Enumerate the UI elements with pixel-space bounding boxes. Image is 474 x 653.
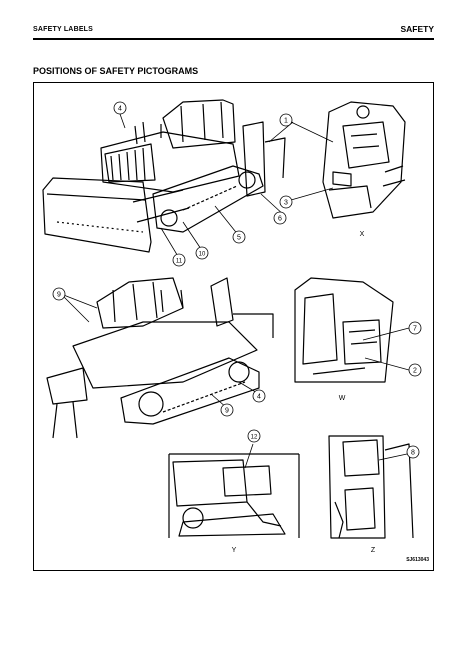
header-rule	[33, 38, 434, 40]
page-title: POSITIONS OF SAFETY PICTOGRAMS	[33, 66, 199, 76]
callout-4-rear: 4	[252, 389, 266, 403]
svg-text:8: 8	[411, 450, 415, 457]
callout-12: 12	[247, 429, 261, 443]
view-label-x: X	[360, 231, 365, 238]
svg-text:5: 5	[237, 235, 241, 242]
view-label-w: W	[339, 395, 346, 402]
svg-text:7: 7	[413, 326, 417, 333]
front-bulldozer-drawing	[42, 99, 286, 253]
rear-bulldozer-leaders	[60, 293, 260, 409]
detail-x-drawing	[322, 101, 406, 219]
callout-9: 9	[52, 287, 66, 301]
svg-text:3: 3	[284, 200, 288, 207]
chapter-label: SAFETY	[400, 24, 434, 34]
callout-3: 3	[279, 195, 293, 209]
detail-w-drawing	[294, 277, 394, 383]
callout-1: 1	[279, 113, 293, 127]
callout-5: 5	[232, 230, 246, 244]
svg-text:2: 2	[413, 368, 417, 375]
svg-text:9: 9	[57, 292, 61, 299]
svg-text:6: 6	[278, 216, 282, 223]
front-bulldozer-leaders	[119, 113, 294, 259]
callout-10: 10	[195, 246, 209, 260]
detail-z-drawing	[328, 435, 414, 539]
section-label: SAFETY LABELS	[33, 26, 94, 33]
svg-text:4: 4	[118, 106, 122, 113]
svg-text:10: 10	[199, 252, 206, 258]
figure-code: SJ613043	[406, 557, 429, 563]
detail-z-leaders	[378, 453, 408, 461]
detail-w-leaders	[362, 327, 410, 371]
callout-4-front: 4	[113, 101, 127, 115]
svg-text:11: 11	[176, 259, 183, 265]
detail-x-leaders	[290, 121, 334, 201]
pictogram-positions-figure: 4 1 3 6 5 10 11 9	[42, 99, 429, 563]
view-label-y: Y	[232, 547, 237, 554]
figure-frame	[33, 82, 434, 571]
callout-7: 7	[408, 321, 422, 335]
view-label-z: Z	[371, 547, 376, 554]
svg-text:1: 1	[284, 118, 288, 125]
callout-8: 8	[406, 445, 420, 459]
svg-text:9: 9	[225, 408, 229, 415]
svg-text:4: 4	[257, 394, 261, 401]
callout-11: 11	[172, 253, 186, 267]
callout-6-front: 6	[273, 211, 287, 225]
callout-2: 2	[408, 363, 422, 377]
detail-y-leaders	[244, 443, 254, 469]
detail-y-drawing	[168, 453, 300, 538]
svg-text:12: 12	[251, 435, 258, 441]
callout-6-rear: 9	[220, 403, 234, 417]
